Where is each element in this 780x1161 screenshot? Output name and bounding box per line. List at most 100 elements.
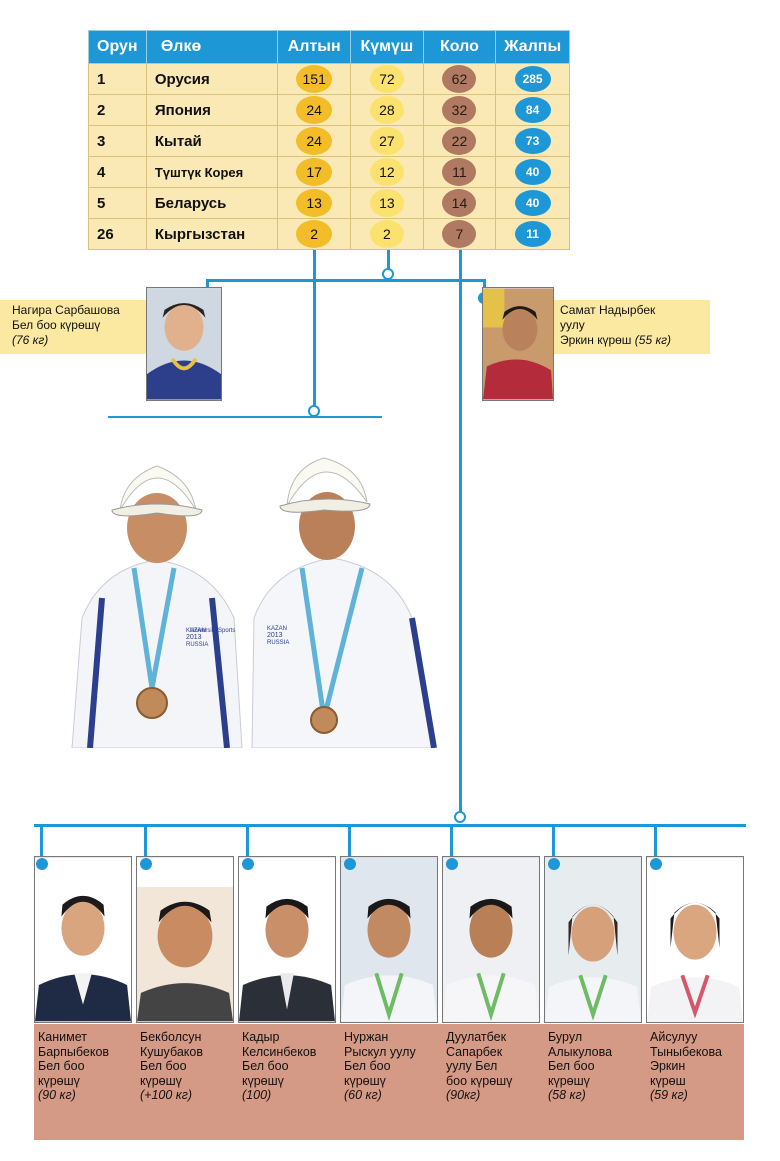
team-member-caption: Канимет Барпыбеков Бел боо күрөшү (90 кг… bbox=[38, 1030, 142, 1103]
silver-left-photo bbox=[146, 287, 222, 401]
bronze-branch-node bbox=[454, 811, 466, 823]
table-header-row: Орун Өлкө Алтын Күмүш Коло Жалпы bbox=[88, 30, 570, 64]
total-cell: 11 bbox=[495, 218, 570, 250]
caption-line: Келсинбеков bbox=[242, 1044, 317, 1059]
gold-cell: 13 bbox=[277, 187, 352, 219]
caption-line: Бел боо bbox=[344, 1059, 391, 1073]
kazan-year-right: 2013 bbox=[267, 632, 283, 639]
bronze-connector bbox=[459, 250, 462, 816]
team-member-caption: Бекболсун Кушубаков Бел боо күрөшү (+100… bbox=[140, 1030, 244, 1103]
table-row: 2 Япония 24 28 32 84 bbox=[88, 94, 570, 126]
total-count: 285 bbox=[514, 66, 551, 92]
gold-count: 24 bbox=[296, 96, 333, 124]
team-member: Канимет Барпыбеков Бел боо күрөшү (90 кг… bbox=[34, 826, 132, 1102]
caption-line: күрөш bbox=[650, 1073, 686, 1088]
team-member-photo bbox=[34, 856, 132, 1023]
athlete-portrait bbox=[147, 288, 221, 400]
athlete-weight: (55 кг) bbox=[634, 333, 672, 347]
rank-cell: 1 bbox=[88, 63, 147, 95]
team-member-node bbox=[548, 858, 560, 870]
country-cell: Беларусь bbox=[145, 187, 279, 219]
caption-line: Бел боо bbox=[548, 1059, 595, 1073]
total-count: 40 bbox=[514, 190, 551, 216]
gold-count: 17 bbox=[296, 158, 333, 186]
team-member-node bbox=[446, 858, 458, 870]
team-member: Айсулуу Тыныбекова Эркин күрөш (59 кг) bbox=[646, 826, 744, 1102]
gold-count: 2 bbox=[296, 220, 333, 248]
silver-cell: 2 bbox=[350, 218, 424, 250]
silver-connector bbox=[387, 250, 390, 276]
gold-cell: 2 bbox=[277, 218, 352, 250]
caption-line: күрөшү bbox=[38, 1073, 80, 1088]
bronze-count: 11 bbox=[442, 158, 477, 186]
caption-line: боо күрөшү bbox=[446, 1073, 513, 1088]
caption-line: күрөшү bbox=[548, 1073, 590, 1088]
caption-line: Сапарбек bbox=[446, 1044, 503, 1059]
gold-cell: 24 bbox=[277, 125, 352, 157]
gold-winners-photo: KAZAN 2013 RUSSIA University Sports KAZA… bbox=[62, 418, 454, 749]
kazan-country-right: RUSSIA bbox=[267, 640, 289, 646]
team-caption-band bbox=[34, 1024, 744, 1140]
athlete-portrait bbox=[35, 857, 131, 1022]
bronze-cell: 11 bbox=[422, 156, 497, 188]
caption-line: Бурул bbox=[548, 1030, 583, 1044]
team-member-caption: Айсулуу Тыныбекова Эркин күрөш (59 кг) bbox=[650, 1030, 754, 1103]
caption-line: Тыныбекова bbox=[650, 1044, 722, 1059]
rank-cell: 5 bbox=[88, 187, 147, 219]
athlete-discipline: Бел боо күрөшү bbox=[12, 318, 101, 332]
bronze-count: 32 bbox=[442, 96, 477, 124]
caption-weight: (60 кг) bbox=[344, 1088, 382, 1102]
silver-count: 27 bbox=[369, 127, 404, 155]
silver-right-photo bbox=[482, 287, 554, 401]
rank-cell: 3 bbox=[88, 125, 147, 157]
athlete-name-suffix: уулу bbox=[560, 318, 585, 332]
bronze-count: 14 bbox=[442, 189, 477, 217]
total-cell: 84 bbox=[495, 94, 570, 126]
team-member-photo bbox=[442, 856, 540, 1023]
team-member-stem bbox=[348, 826, 351, 860]
table-row: 3 Кытай 24 27 22 73 bbox=[88, 125, 570, 157]
athlete-portrait bbox=[647, 857, 743, 1022]
athlete-portrait bbox=[239, 857, 335, 1022]
rank-cell: 2 bbox=[88, 94, 147, 126]
gold-cell: 17 bbox=[277, 156, 352, 188]
silver-count: 2 bbox=[369, 220, 404, 248]
team-member: Бурул Алыкулова Бел боо күрөшү (58 кг) bbox=[544, 826, 642, 1102]
country-cell: Кыргызстан bbox=[145, 218, 279, 250]
caption-line: Дуулатбек bbox=[446, 1030, 507, 1044]
bronze-cell: 14 bbox=[422, 187, 497, 219]
caption-line: Рыскул уулу bbox=[344, 1044, 416, 1059]
athlete-discipline: Эркин күрөш bbox=[560, 333, 632, 347]
athlete-name: Самат Надырбек bbox=[560, 303, 656, 317]
athlete-portrait bbox=[483, 288, 553, 400]
gold-count: 24 bbox=[296, 127, 333, 155]
country-cell: Орусия bbox=[145, 63, 279, 95]
silver-count: 72 bbox=[369, 65, 404, 93]
bronze-count: 22 bbox=[442, 127, 477, 155]
caption-line: күрөшү bbox=[344, 1073, 386, 1088]
caption-line: Бекболсун bbox=[140, 1030, 202, 1044]
kazan-year-left: 2013 bbox=[186, 634, 202, 641]
silver-right-caption: Самат Надырбек уулу Эркин күрөш (55 кг) bbox=[554, 300, 710, 354]
caption-line: күрөшү bbox=[140, 1073, 182, 1088]
total-count: 11 bbox=[514, 221, 551, 247]
total-count: 40 bbox=[514, 159, 551, 185]
header-country: Өлкө bbox=[145, 30, 279, 64]
rank-cell: 26 bbox=[88, 218, 147, 250]
team-member-node bbox=[140, 858, 152, 870]
total-cell: 285 bbox=[495, 63, 570, 95]
caption-line: Кушубаков bbox=[140, 1044, 203, 1059]
table-row: 26 Кыргызстан 2 2 7 11 bbox=[88, 218, 570, 250]
gold-cell: 151 bbox=[277, 63, 352, 95]
caption-line: Бел боо bbox=[140, 1059, 187, 1073]
rank-cell: 4 bbox=[88, 156, 147, 188]
kazan-country-left: RUSSIA bbox=[186, 642, 208, 648]
caption-weight: (90 кг) bbox=[38, 1088, 76, 1102]
team-member-stem bbox=[654, 826, 657, 860]
gold-connector bbox=[313, 250, 316, 410]
caption-weight: (100) bbox=[242, 1088, 272, 1102]
bronze-cell: 7 bbox=[422, 218, 497, 250]
team-member: Дуулатбек Сапарбек уулу Бел боо күрөшү (… bbox=[442, 826, 540, 1102]
gold-count: 151 bbox=[296, 65, 333, 93]
bronze-count: 7 bbox=[442, 220, 477, 248]
